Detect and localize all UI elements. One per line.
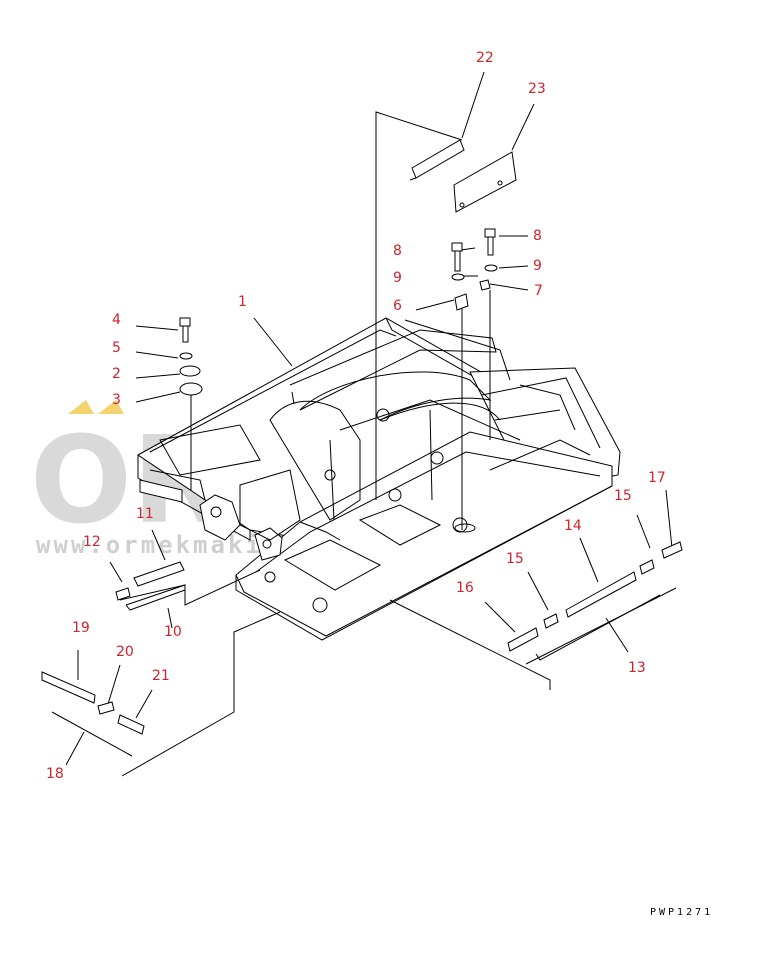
callout-8-right: 8	[533, 228, 542, 244]
callout-22: 22	[476, 50, 494, 66]
callout-13: 13	[628, 660, 646, 676]
plate-23	[453, 151, 517, 213]
bolt-8-right	[484, 228, 496, 238]
callout-11: 11	[136, 506, 154, 522]
cover-16	[507, 627, 539, 652]
drawing-reference: PWP1271	[650, 907, 713, 918]
callout-14: 14	[564, 518, 582, 534]
cover-20	[97, 701, 115, 715]
cover-15a	[543, 613, 559, 629]
cover-17	[661, 541, 683, 559]
callout-9-left: 9	[393, 270, 402, 286]
cover-14	[565, 571, 637, 618]
watermark-accent-left	[68, 400, 94, 414]
callout-20: 20	[116, 644, 134, 660]
callout-8-left: 8	[393, 243, 402, 259]
washer-5	[179, 352, 193, 360]
callouts: 22 23 8 8 9 9 6 7 4 5 2 3 1 11 12 10 15 …	[46, 50, 666, 782]
bolt-4	[179, 317, 191, 327]
callout-15-right: 15	[614, 488, 632, 504]
callout-18: 18	[46, 766, 64, 782]
cap-2	[179, 365, 201, 377]
washer-9-right	[484, 264, 498, 272]
bolt-8-left	[451, 242, 463, 252]
cover-19	[41, 671, 96, 704]
cover-12	[115, 587, 131, 601]
callout-19: 19	[72, 620, 90, 636]
pin-7	[479, 279, 491, 291]
hardware	[41, 139, 683, 757]
callout-23: 23	[528, 81, 546, 97]
callout-4: 4	[112, 312, 121, 328]
callout-12: 12	[83, 534, 101, 550]
callout-2: 2	[112, 366, 121, 382]
callout-15-left: 15	[506, 551, 524, 567]
bushing-6	[454, 293, 469, 311]
strip-18	[51, 711, 133, 757]
cover-15b	[639, 559, 655, 575]
callout-10: 10	[164, 624, 182, 640]
callout-17: 17	[648, 470, 666, 486]
callout-16: 16	[456, 580, 474, 596]
cover-21	[117, 714, 145, 735]
callout-21: 21	[152, 668, 170, 684]
cover-11	[133, 561, 185, 587]
callout-7: 7	[534, 283, 543, 299]
shim-3	[179, 382, 203, 396]
leader-lines	[65, 71, 673, 777]
callout-5: 5	[112, 340, 121, 356]
washer-9-left	[451, 273, 465, 281]
callout-6: 6	[393, 298, 402, 314]
callout-9-right: 9	[533, 258, 542, 274]
main-frame	[137, 317, 621, 641]
callout-3: 3	[112, 392, 121, 408]
cover-10	[125, 584, 186, 611]
plate-22	[411, 139, 465, 179]
watermark-accent-right	[98, 400, 124, 414]
strip-13	[525, 587, 677, 665]
callout-1: 1	[238, 294, 247, 310]
